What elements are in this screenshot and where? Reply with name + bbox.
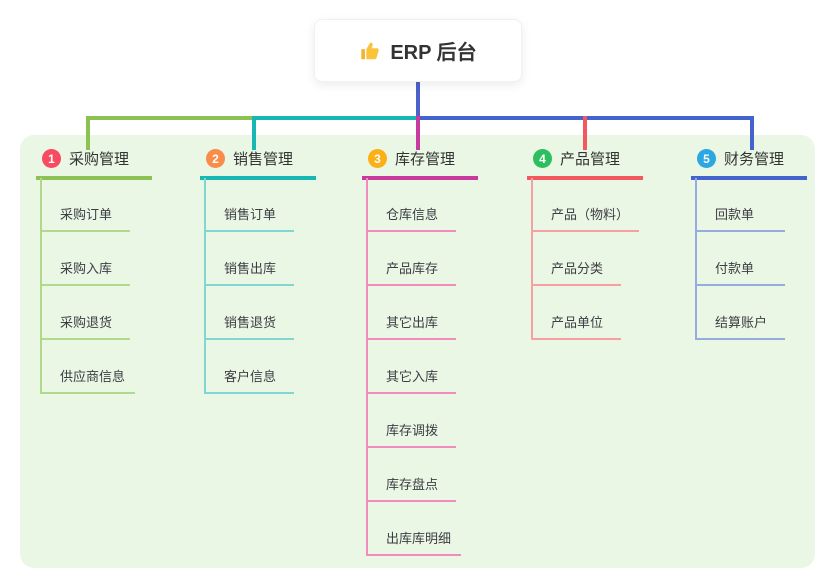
branch-header-2[interactable]: 2 销售管理: [200, 148, 316, 180]
connector-drop-branch-3: [416, 116, 420, 150]
child-label: 结算账户: [715, 315, 768, 330]
child-label: 产品（物料）: [551, 207, 630, 222]
child-node[interactable]: 付款单: [697, 232, 785, 286]
child-label: 采购订单: [60, 207, 113, 222]
child-label: 产品单位: [551, 315, 604, 330]
branch-children-5: 回款单付款单结算账户: [695, 178, 785, 340]
child-node[interactable]: 其它出库: [368, 286, 456, 340]
child-node[interactable]: 库存盘点: [368, 448, 456, 502]
branch-label: 采购管理: [69, 151, 130, 168]
child-node[interactable]: 采购退货: [42, 286, 130, 340]
child-label: 仓库信息: [386, 207, 439, 222]
connector-drop-branch-2: [252, 116, 256, 150]
child-node[interactable]: 销售出库: [206, 232, 294, 286]
child-node[interactable]: 销售退货: [206, 286, 294, 340]
child-label: 其它出库: [386, 315, 439, 330]
child-label: 销售订单: [224, 207, 277, 222]
child-node[interactable]: 其它入库: [368, 340, 456, 394]
child-label: 销售退货: [224, 315, 277, 330]
root-connector-line: [416, 82, 420, 116]
connector-drop-branch-5: [750, 116, 754, 150]
child-node[interactable]: 出库库明细: [368, 502, 462, 556]
child-node[interactable]: 客户信息: [206, 340, 294, 394]
child-label: 其它入库: [386, 369, 439, 384]
branch-badge-3: 3: [368, 149, 387, 168]
branch-badge-4: 4: [533, 149, 552, 168]
child-label: 销售出库: [224, 261, 277, 276]
child-label: 库存盘点: [386, 477, 439, 492]
branch-header-5[interactable]: 5 财务管理: [691, 148, 807, 180]
child-node[interactable]: 库存调拨: [368, 394, 456, 448]
child-label: 出库库明细: [386, 531, 452, 546]
branch-children-4: 产品（物料） 产品分类产品单位: [531, 178, 640, 340]
child-label: 客户信息: [224, 369, 277, 384]
root-title: ERP 后台: [390, 42, 477, 64]
branch-badge-2: 2: [206, 149, 225, 168]
child-label: 产品库存: [386, 261, 439, 276]
child-node[interactable]: 销售订单: [206, 178, 294, 232]
child-node[interactable]: 产品库存: [368, 232, 456, 286]
child-node[interactable]: 供应商信息: [42, 340, 136, 394]
branch-label: 财务管理: [724, 151, 785, 168]
child-node[interactable]: 采购订单: [42, 178, 130, 232]
branch-label: 销售管理: [233, 151, 294, 168]
branch-header-1[interactable]: 1 采购管理: [36, 148, 152, 180]
connector-horizontal-green: [86, 116, 256, 120]
branch-children-3: 仓库信息产品库存其它出库其它入库库存调拨库存盘点出库库明细: [366, 178, 462, 556]
child-node[interactable]: 回款单: [697, 178, 785, 232]
branch-label: 库存管理: [395, 151, 456, 168]
child-node[interactable]: 仓库信息: [368, 178, 456, 232]
child-node[interactable]: 产品单位: [533, 286, 621, 340]
branches-panel: [20, 135, 815, 568]
branch-badge-1: 1: [42, 149, 61, 168]
child-label: 回款单: [715, 207, 755, 222]
child-node[interactable]: 产品（物料）: [533, 178, 640, 232]
child-label: 库存调拨: [386, 423, 439, 438]
branch-children-1: 采购订单采购入库采购退货供应商信息: [40, 178, 136, 394]
root-node[interactable]: ERP 后台: [314, 19, 522, 82]
child-node[interactable]: 结算账户: [697, 286, 785, 340]
child-label: 付款单: [715, 261, 755, 276]
branch-badge-5: 5: [697, 149, 716, 168]
connector-horizontal-teal: [252, 116, 420, 120]
thumbs-up-icon: [359, 40, 381, 62]
child-label: 产品分类: [551, 261, 604, 276]
branch-children-2: 销售订单销售出库销售退货客户信息: [204, 178, 294, 394]
child-label: 供应商信息: [60, 369, 126, 384]
child-label: 采购入库: [60, 261, 113, 276]
branch-label: 产品管理: [560, 151, 621, 168]
child-label: 采购退货: [60, 315, 113, 330]
branch-header-4[interactable]: 4 产品管理: [527, 148, 643, 180]
branch-header-3[interactable]: 3 库存管理: [362, 148, 478, 180]
connector-drop-branch-1: [86, 116, 90, 150]
connector-drop-branch-4: [583, 116, 587, 150]
child-node[interactable]: 采购入库: [42, 232, 130, 286]
child-node[interactable]: 产品分类: [533, 232, 621, 286]
